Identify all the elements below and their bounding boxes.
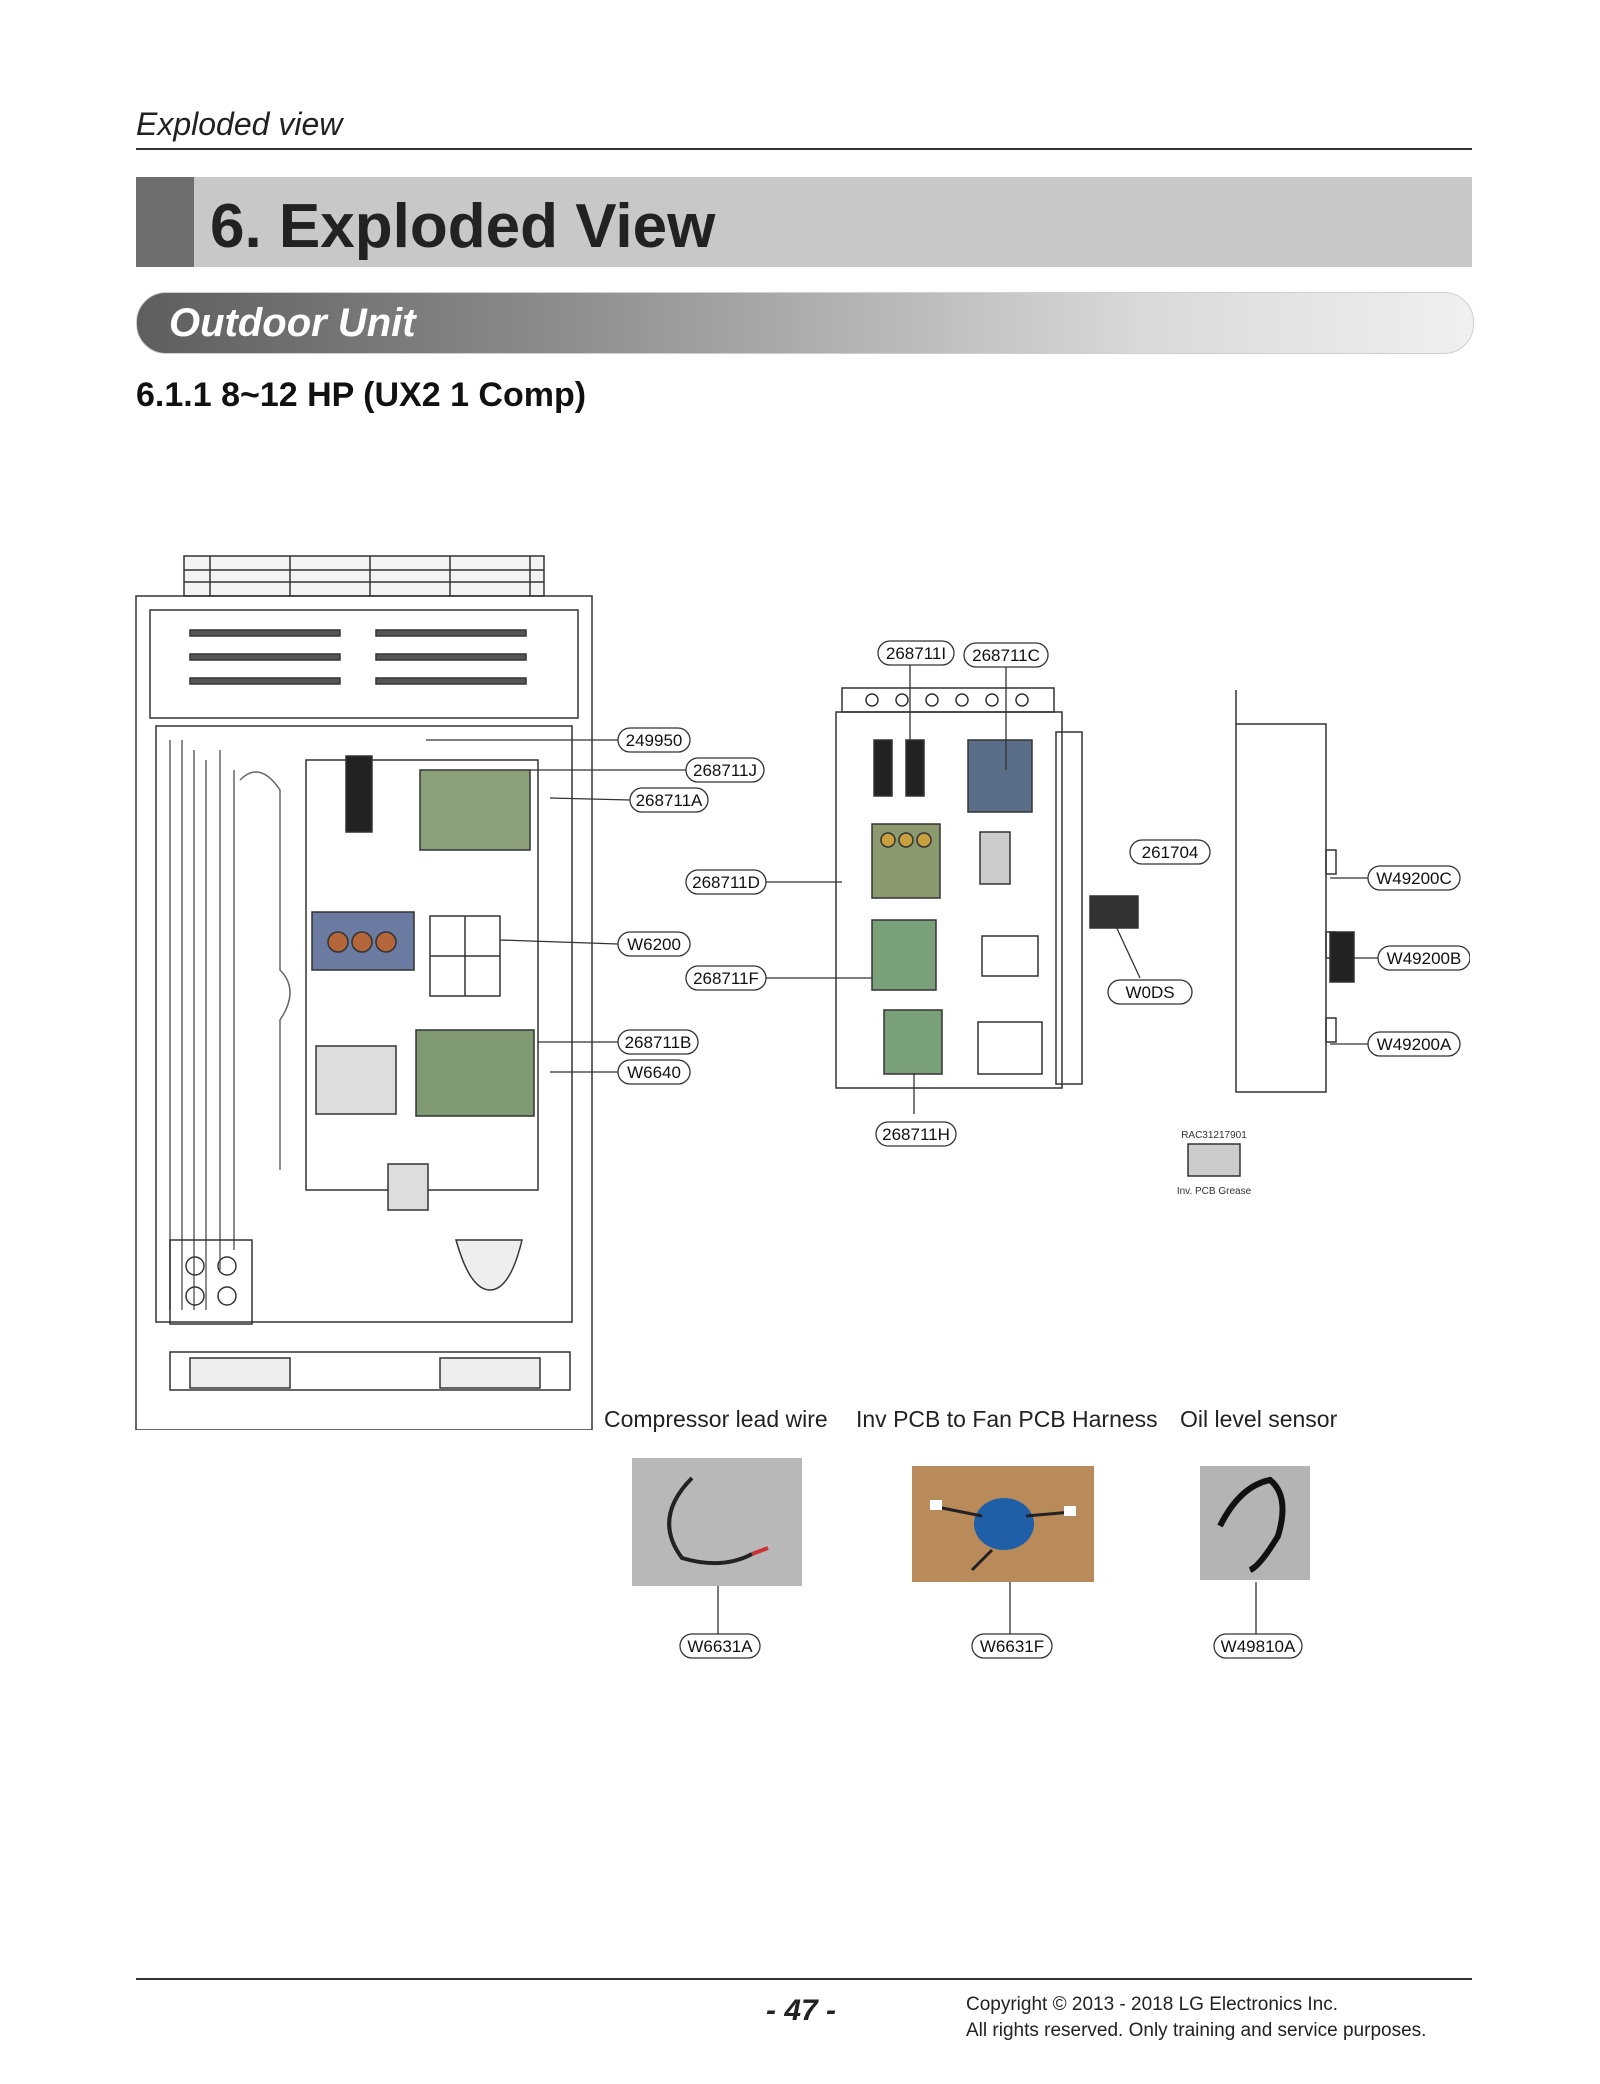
grease-label: Inv. PCB Grease bbox=[1177, 1186, 1252, 1197]
fan-pcb bbox=[967, 739, 1033, 813]
running-header: Exploded view bbox=[136, 106, 343, 142]
fan-guard-top bbox=[183, 555, 545, 597]
grease-pack bbox=[1187, 1143, 1241, 1177]
callout-268711A: 268711A bbox=[636, 791, 703, 810]
callout-W49200C: W49200C bbox=[1376, 869, 1452, 888]
callout-W6640: W6640 bbox=[627, 1063, 681, 1082]
page-title: 6. Exploded View bbox=[210, 192, 716, 261]
callout-268711B: 268711B bbox=[625, 1033, 692, 1052]
title-tab-marker bbox=[136, 177, 194, 267]
side-cover bbox=[1235, 723, 1327, 1093]
chapter-title-band: 6. Exploded View bbox=[136, 177, 1472, 267]
callout-268711D: 268711D bbox=[692, 873, 760, 892]
callout-249950: 249950 bbox=[626, 731, 683, 750]
main-pcb bbox=[419, 769, 531, 851]
callout-W0DS: W0DS bbox=[1125, 983, 1174, 1002]
main-pcb-2 bbox=[883, 1009, 943, 1075]
bracket-top bbox=[841, 687, 1055, 713]
callout-W6200: W6200 bbox=[627, 935, 681, 954]
copyright-notice: Copyright © 2013 - 2018 LG Electronics I… bbox=[966, 1992, 1426, 2044]
accessory-caption-oil-level-sensor: Oil level sensor bbox=[1180, 1406, 1338, 1432]
accessory-caption-harness: Inv PCB to Fan PCB Harness bbox=[856, 1406, 1158, 1432]
footer-divider bbox=[136, 1978, 1472, 1980]
callout-268711I: 268711I bbox=[886, 644, 946, 663]
part-W6631F: W6631F bbox=[980, 1637, 1044, 1656]
inverter-pcb bbox=[415, 1029, 535, 1117]
callout-W49200A: W49200A bbox=[1377, 1035, 1452, 1054]
callout-268711F: 268711F bbox=[693, 969, 759, 988]
callout-W49200B: W49200B bbox=[1387, 949, 1462, 968]
compressor-lead-wire-photo bbox=[632, 1458, 802, 1586]
inverter-pcb-2 bbox=[871, 919, 937, 991]
page-number: - 47 - bbox=[766, 1994, 837, 2027]
grease-code: RAC31217901 bbox=[1181, 1130, 1247, 1141]
reactor-side bbox=[1329, 931, 1355, 983]
diode-module bbox=[1089, 895, 1139, 929]
control-box-exploded bbox=[835, 711, 1063, 1089]
pressure-switch bbox=[387, 1163, 429, 1211]
accessory-caption-compressor-lead-wire: Compressor lead wire bbox=[604, 1406, 828, 1432]
copyright-line-1: Copyright © 2013 - 2018 LG Electronics I… bbox=[966, 1994, 1339, 2015]
callout-268711J: 268711J bbox=[693, 761, 757, 780]
section-title: Outdoor Unit bbox=[169, 301, 416, 345]
header-divider bbox=[136, 148, 1472, 150]
callout-268711C: 268711C bbox=[972, 646, 1040, 665]
section-banner: Outdoor Unit bbox=[136, 292, 1474, 354]
accessory-callouts: W6631A W6631F W49810A bbox=[679, 1582, 1303, 1659]
reactor-component bbox=[345, 755, 373, 833]
callout-268711H: 268711H bbox=[882, 1125, 950, 1144]
main-unit-frame bbox=[135, 595, 593, 1430]
part-W49810A: W49810A bbox=[1221, 1637, 1296, 1656]
exploded-view-diagram: 249950 268711J 268711A 268711D W6200 268… bbox=[135, 555, 1470, 1430]
callout-261704: 261704 bbox=[1142, 843, 1199, 862]
oil-level-sensor-photo bbox=[1200, 1466, 1310, 1580]
terminal-block bbox=[315, 1045, 397, 1115]
copyright-line-2: All rights reserved. Only training and s… bbox=[966, 2020, 1427, 2041]
subsection-heading: 6.1.1 8~12 HP (UX2 1 Comp) bbox=[136, 376, 587, 414]
harness-photo bbox=[912, 1466, 1094, 1582]
part-W6631A: W6631A bbox=[687, 1637, 753, 1656]
